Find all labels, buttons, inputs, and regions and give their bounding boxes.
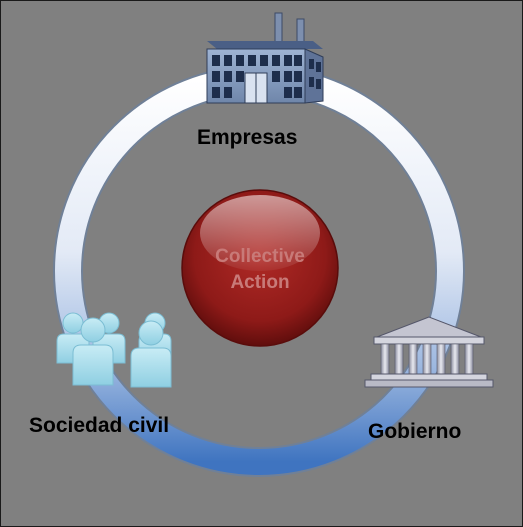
node-label-sociedad-civil: Sociedad civil <box>29 414 170 437</box>
people-group-icon <box>56 312 172 388</box>
center-label: Collective Action <box>184 244 336 296</box>
government-building-icon <box>364 316 494 388</box>
collective-action-sphere <box>181 189 339 347</box>
factory-icon <box>206 12 324 104</box>
node-label-empresas: Empresas <box>197 126 298 149</box>
center-label-line1: Collective <box>215 246 305 267</box>
center-label-line2: Action <box>230 272 290 293</box>
node-label-gobierno: Gobierno <box>368 420 462 443</box>
